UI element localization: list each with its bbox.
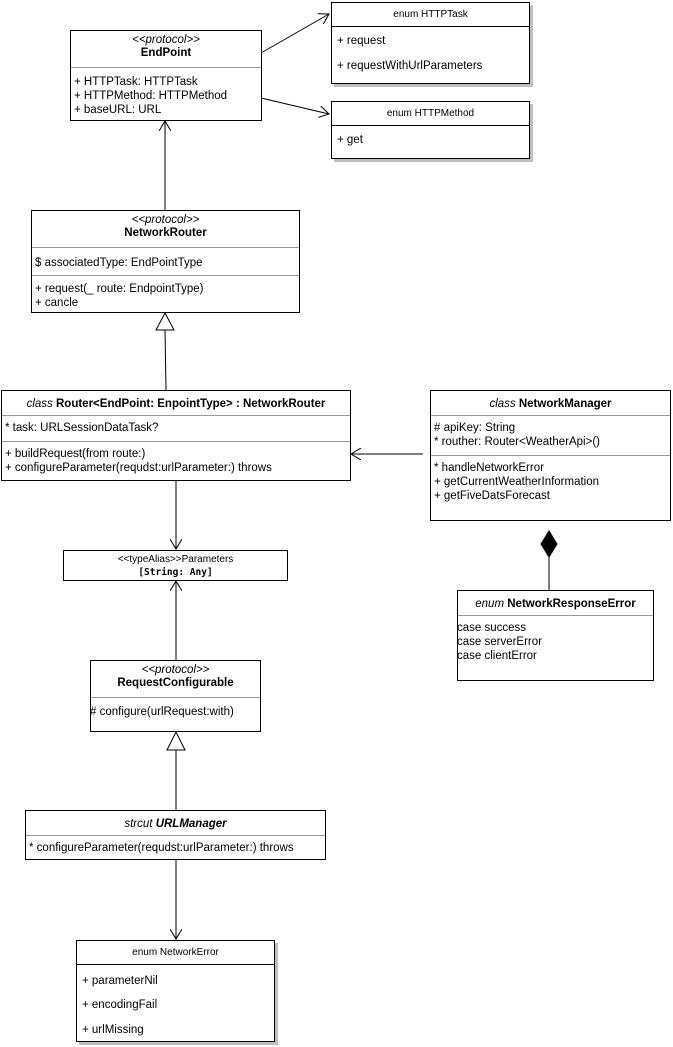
network-error-item: + parameterNil bbox=[82, 975, 158, 987]
network-manager-divider bbox=[431, 415, 670, 416]
request-configurable-name: RequestConfigurable bbox=[117, 677, 234, 689]
network-manager-attr: # apiKey: String bbox=[434, 422, 516, 434]
network-response-error-enum[interactable]: enum NetworkResponseError case success c… bbox=[457, 590, 654, 681]
network-router-method: + request(_ route: EndpointType) bbox=[35, 283, 204, 295]
realization-router-networkrouter bbox=[164, 329, 167, 391]
composition-diamond bbox=[540, 530, 558, 558]
router-divider bbox=[2, 415, 350, 416]
request-configurable-divider bbox=[91, 697, 260, 698]
router-method: + buildRequest(from route:) bbox=[5, 448, 146, 460]
router-class[interactable]: class Router<EndPoint: EnpointType> : Ne… bbox=[1, 390, 351, 481]
http-task-enum[interactable]: enum HTTPTask + request + requestWithUrl… bbox=[331, 2, 530, 84]
endpoint-attr: + baseURL: URL bbox=[74, 104, 162, 116]
network-manager-divider bbox=[431, 455, 670, 456]
url-manager-name: URLManager bbox=[155, 818, 227, 830]
network-router-class[interactable]: <<protocol>> NetworkRouter $ associatedT… bbox=[31, 210, 300, 313]
network-manager-attr: * routher: Router<WeatherApi>() bbox=[434, 436, 600, 448]
network-manager-method: + getCurrentWeatherInformation bbox=[434, 476, 600, 488]
network-manager-method: * handleNetworkError bbox=[434, 462, 544, 474]
network-error-enum[interactable]: enum NetworkError + parameterNil + encod… bbox=[76, 940, 275, 1042]
parameters-type: [String: Any] bbox=[138, 567, 213, 578]
endpoint-attr: + HTTPMethod: HTTPMethod bbox=[74, 90, 228, 102]
router-keyword: class bbox=[26, 398, 53, 410]
router-divider bbox=[2, 441, 350, 442]
network-error-title: enum NetworkError bbox=[77, 941, 274, 965]
network-response-error-divider bbox=[458, 615, 653, 616]
network-response-error-name: NetworkResponseError bbox=[507, 598, 636, 610]
http-task-title: enum HTTPTask bbox=[332, 3, 529, 27]
network-router-divider bbox=[32, 247, 299, 248]
endpoint-class[interactable]: <<protocol>> EndPoint + HTTPTask: HTTPTa… bbox=[70, 30, 262, 121]
network-router-name: NetworkRouter bbox=[124, 227, 207, 239]
http-task-item: + requestWithUrlParameters bbox=[337, 60, 483, 72]
network-manager-keyword: class bbox=[489, 398, 516, 410]
http-task-item: + request bbox=[337, 35, 386, 47]
http-method-enum[interactable]: enum HTTPMethod + get bbox=[331, 101, 530, 159]
url-manager-method: * configureParameter(requdst:urlParamete… bbox=[29, 842, 294, 854]
url-manager-struct[interactable]: strcut URLManager * configureParameter(r… bbox=[25, 810, 326, 860]
network-router-stereotype: <<protocol>> bbox=[131, 214, 200, 226]
network-error-item: + encodingFail bbox=[82, 999, 158, 1011]
network-response-error-case: case success bbox=[457, 622, 527, 634]
http-method-title: enum HTTPMethod bbox=[332, 102, 529, 126]
http-method-item: + get bbox=[337, 134, 363, 146]
realization-triangle-networkrouter bbox=[155, 311, 175, 331]
request-configurable-protocol[interactable]: <<protocol>> RequestConfigurable # confi… bbox=[90, 660, 261, 732]
endpoint-name: EndPoint bbox=[140, 47, 192, 59]
url-manager-keyword: strcut bbox=[124, 818, 153, 830]
request-configurable-method: # configure(urlRequest:with) bbox=[90, 706, 234, 718]
network-response-error-case: case clientError bbox=[457, 650, 537, 662]
network-manager-method: + getFiveDatsForecast bbox=[434, 490, 551, 502]
endpoint-divider bbox=[71, 67, 261, 68]
router-name: Router<EndPoint: EnpointType> : NetworkR… bbox=[56, 398, 326, 410]
network-manager-name: NetworkManager bbox=[518, 398, 612, 410]
association-endpoint-httptask bbox=[260, 14, 329, 54]
realization-triangle-requestconfigurable bbox=[166, 730, 186, 751]
network-response-error-case: case serverError bbox=[457, 636, 542, 648]
network-response-error-keyword: enum bbox=[475, 598, 505, 610]
network-manager-class[interactable]: class NetworkManager # apiKey: String * … bbox=[430, 390, 671, 521]
url-manager-divider bbox=[26, 835, 325, 836]
request-configurable-stereotype: <<protocol>> bbox=[141, 664, 210, 676]
router-attr: * task: URLSessionDataTask? bbox=[5, 422, 159, 434]
router-method: + configureParameter(requdst:urlParamete… bbox=[5, 462, 272, 474]
endpoint-stereotype: <<protocol>> bbox=[132, 34, 200, 46]
association-endpoint-httpmethod bbox=[260, 97, 329, 114]
network-router-divider bbox=[32, 275, 299, 276]
network-error-item: + urlMissing bbox=[82, 1024, 144, 1036]
endpoint-attr: + HTTPTask: HTTPTask bbox=[74, 76, 198, 88]
parameters-typealias[interactable]: <<typeAlias>>Parameters [String: Any] bbox=[63, 550, 288, 581]
network-router-attr: $ associatedType: EndPointType bbox=[35, 257, 203, 269]
parameters-stereotype: <<typeAlias>>Parameters bbox=[117, 554, 234, 565]
network-router-method: + cancle bbox=[35, 297, 79, 309]
